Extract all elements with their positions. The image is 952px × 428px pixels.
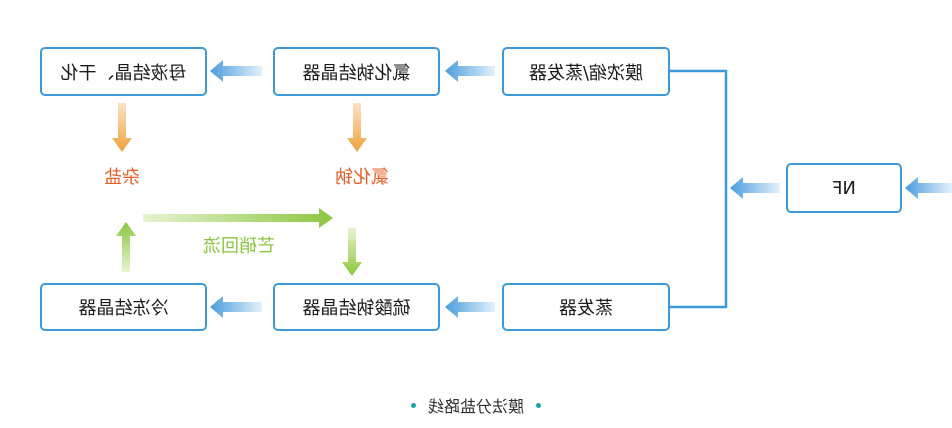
sodium-chloride-label: 氯化钠 <box>335 167 389 188</box>
evaporator-label: 蒸发器 <box>559 298 613 319</box>
mother-liquor-label: 母液结晶、干化 <box>60 62 187 84</box>
mixed-salt-output-arrow <box>112 103 132 152</box>
freeze-crystallizer-box: 冷冻结晶器 <box>40 283 207 331</box>
mixed-salt-label: 杂盐 <box>104 167 140 188</box>
nf-to-branch-arrow <box>730 177 780 199</box>
branch-bracket-line <box>670 69 728 309</box>
reflux-up-arrow <box>116 222 136 272</box>
feed-arrow <box>905 177 952 199</box>
nacl-to-mother-liquor-arrow <box>210 60 262 82</box>
reflux-down-arrow <box>342 228 362 276</box>
na2so4-to-freeze-arrow <box>210 296 262 318</box>
na2so4-crystallizer-box: 硫酸钠结晶器 <box>273 283 440 331</box>
na2so4-crystallizer-label: 硫酸钠结晶器 <box>302 298 411 319</box>
caption-text: 膜法分盐路线 <box>428 397 525 416</box>
nacl-crystallizer-label: 氯化钠结晶器 <box>302 62 411 84</box>
membrane-to-nacl-arrow <box>445 60 495 82</box>
reflux-horizontal-arrow <box>143 208 333 228</box>
diagram-caption: 膜法分盐路线 <box>0 393 952 417</box>
mother-liquor-box: 母液结晶、干化 <box>40 47 207 96</box>
nf-label: NF <box>832 177 856 199</box>
nf-box: NF <box>786 163 902 213</box>
reflux-label: 芒硝回流 <box>203 236 275 257</box>
caption-dot-left <box>536 402 542 408</box>
evaporator-box: 蒸发器 <box>502 283 670 331</box>
sodium-chloride-output-arrow <box>347 103 367 152</box>
evaporator-to-na2so4-arrow <box>445 296 495 318</box>
membrane-evaporator-box: 膜浓缩/蒸发器 <box>502 47 670 96</box>
membrane-evaporator-label: 膜浓缩/蒸发器 <box>528 62 644 84</box>
caption-dot-right <box>411 402 416 408</box>
nacl-crystallizer-box: 氯化钠结晶器 <box>273 47 440 96</box>
freeze-crystallizer-label: 冷冻结晶器 <box>78 298 169 319</box>
